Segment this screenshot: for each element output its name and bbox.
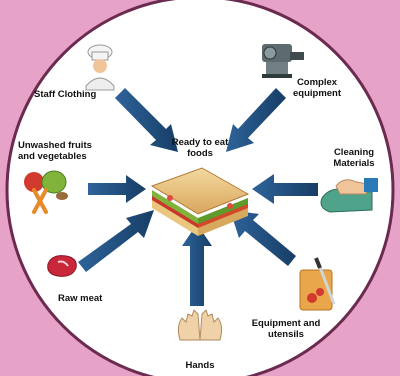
label-equipment-utensils: Equipment and utensils — [234, 318, 338, 340]
label-cleaning-materials: Cleaning Materials — [316, 147, 392, 169]
label-raw-meat: Raw meat — [58, 293, 102, 304]
label-complex-equipment: Complex equipment — [276, 77, 358, 99]
label-hands: Hands — [170, 360, 230, 371]
center-label: Ready to eat foods — [162, 137, 238, 159]
label-staff-clothing: Staff Clothing — [34, 89, 96, 100]
label-unwashed-produce: Unwashed fruits and vegetables — [18, 140, 92, 162]
raw-meat-icon — [48, 256, 77, 277]
